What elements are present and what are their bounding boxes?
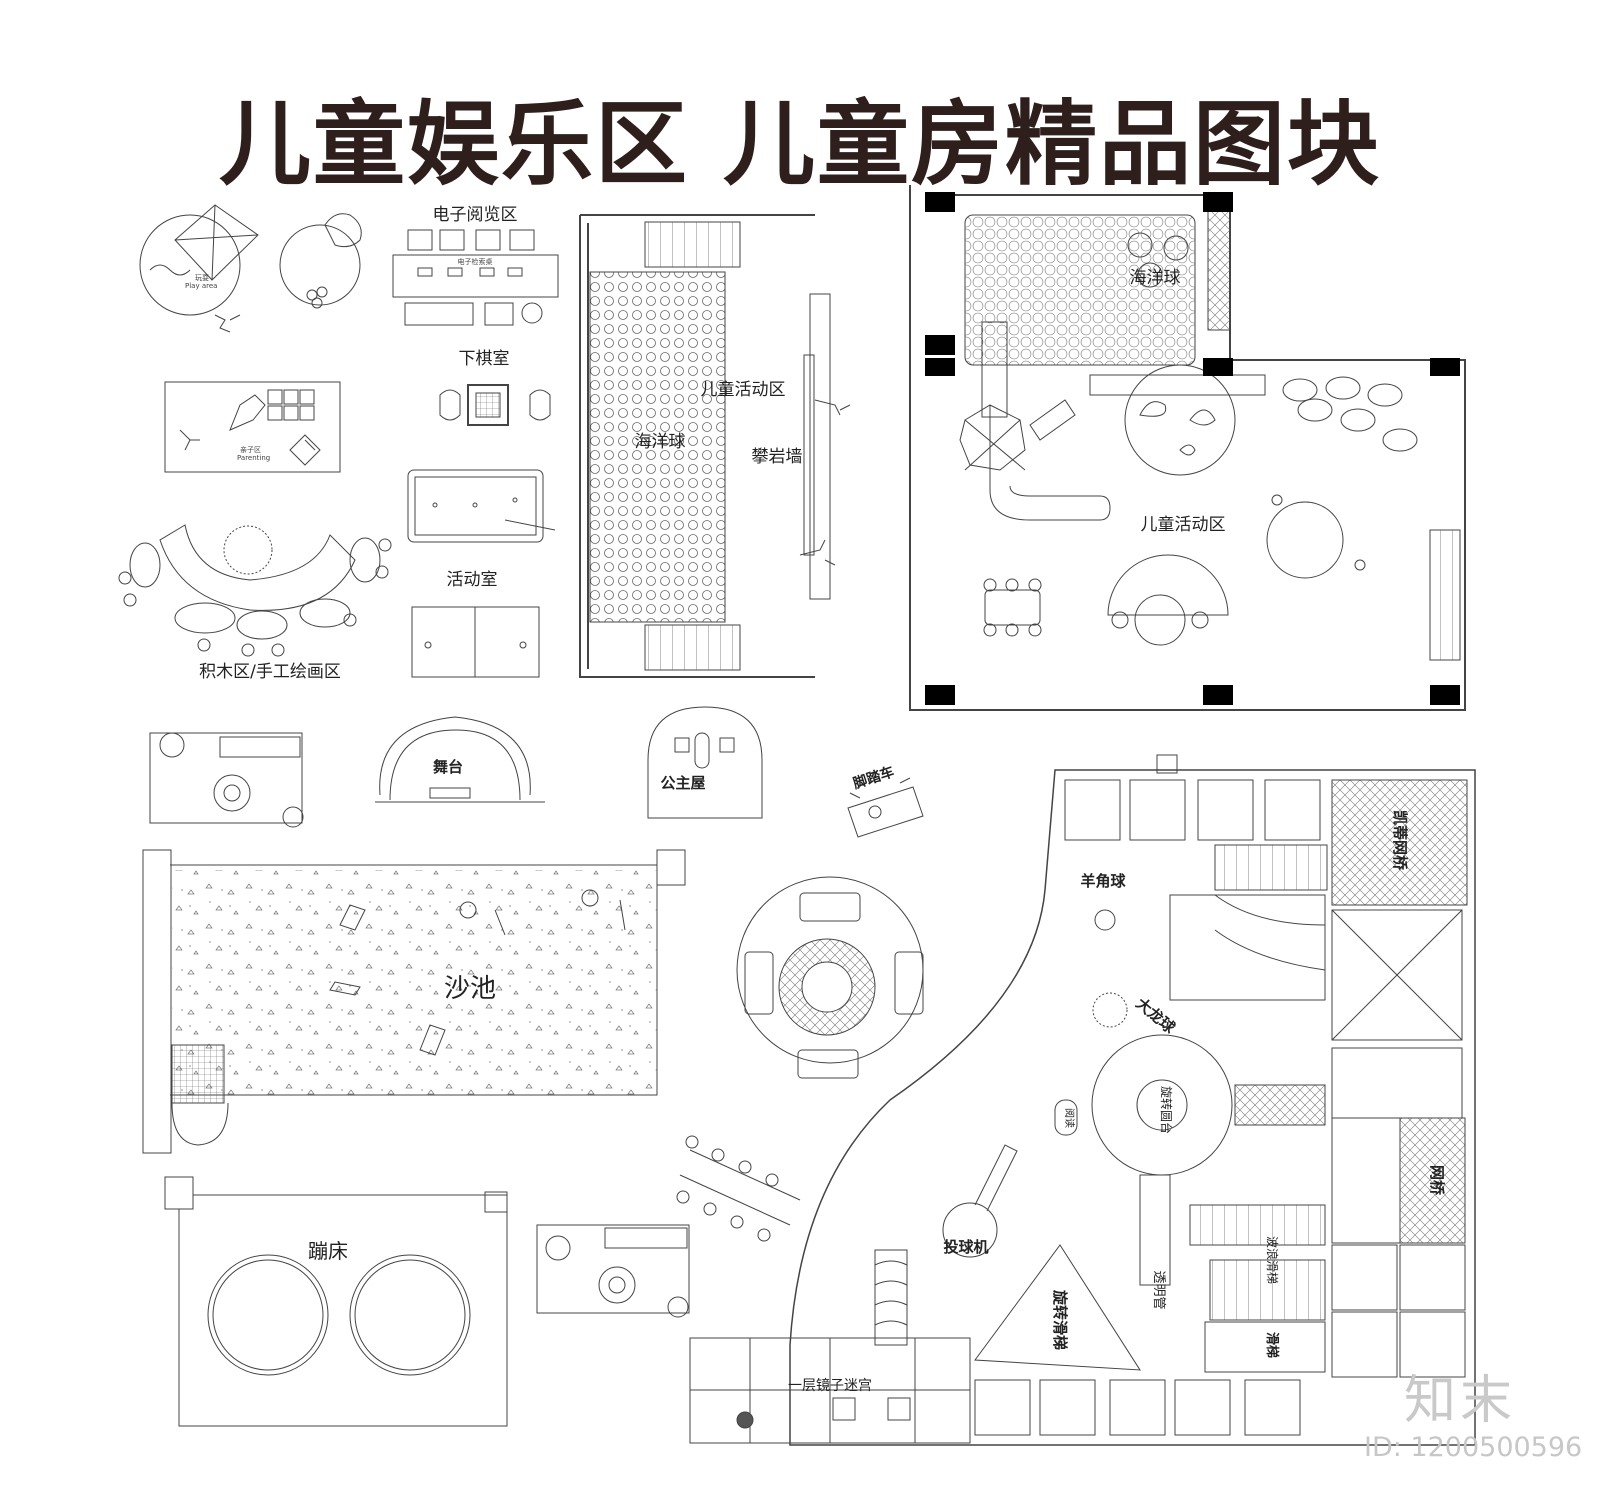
climbing-wall-label: 攀岩墙: [752, 447, 803, 467]
play-area-label: Play area: [185, 282, 217, 290]
sandpit-block: [142, 849, 686, 1154]
round-lounge: [736, 876, 924, 1079]
ereading-label: 电子阅览区: [433, 205, 518, 225]
blocks-label: 积木区/手工绘画区: [199, 662, 341, 682]
spiral-slide-label: 旋转滑梯: [1051, 1289, 1069, 1350]
round-table-block: [279, 213, 362, 309]
kids-area-2-label: 儿童活动区: [1141, 515, 1226, 535]
dragon-ball-label: 大龙球: [1132, 994, 1179, 1037]
ocean-ball-2-label: 海洋球: [1130, 268, 1181, 288]
princess-label: 公主屋: [660, 774, 705, 792]
sheep-ball-label: 羊角球: [1080, 872, 1126, 890]
blocks-block: [118, 524, 392, 657]
trampoline-label: 蹦床: [308, 1239, 348, 1263]
net2-label: 网桥: [1428, 1165, 1446, 1196]
bike-block: [847, 777, 924, 838]
kids-area-1-label: 儿童活动区: [701, 380, 786, 400]
net1-label: 凯蒂网桥: [1391, 810, 1409, 871]
wave-slide-label: 波浪滑梯: [1265, 1236, 1280, 1284]
rocking-chairs: [676, 1135, 801, 1242]
ereading-block: 电子检索桌: [392, 229, 559, 326]
princess-house-block: [647, 706, 763, 819]
stage-block: [375, 716, 545, 803]
parenting-label: Parenting: [237, 454, 270, 462]
transparent-label: 透明管: [1151, 1270, 1166, 1309]
activity-room-label: 活动室: [447, 570, 498, 590]
reading-corner: [149, 732, 304, 828]
ocean-ball-1-label: 海洋球: [635, 432, 686, 452]
stage-label: 舞台: [433, 758, 463, 776]
watermark-id: ID: 1200500596: [1364, 1432, 1583, 1463]
chess-block: [439, 384, 551, 426]
parenting-cn-label: 亲子区: [240, 445, 261, 454]
playground-plan: [689, 754, 1476, 1446]
ereading-sub-label: 电子检索桌: [458, 257, 493, 266]
sandpit-label: 沙池: [444, 974, 496, 1004]
page-title: 儿童娱乐区 儿童房精品图块: [218, 91, 1382, 198]
parenting-block: 亲子区 Parenting: [164, 381, 341, 473]
bike-label: 脚踏车: [851, 763, 896, 792]
chess-label: 下棋室: [459, 349, 510, 369]
trampoline-block: [164, 1176, 508, 1427]
kids-room-plan: [909, 185, 1466, 711]
activity-room-block: [411, 606, 540, 678]
columns: [925, 192, 1460, 705]
slide-label: 滑梯: [1264, 1332, 1280, 1358]
watermark-brand: 知末: [1404, 1371, 1517, 1431]
play-area-block: 玩耍 Play area: [139, 204, 259, 333]
center-label: 旋转圆台: [1159, 1086, 1174, 1134]
billiard-table: [407, 469, 556, 543]
reading-corner-2: [536, 1224, 690, 1318]
thrower-label: 投球机: [943, 1238, 988, 1256]
play-area-cn-label: 玩耍: [195, 274, 209, 282]
reader-label: 阅读: [1063, 1108, 1076, 1128]
ocean-ball-pool-1: [579, 214, 851, 678]
mirror-maze-label: 一层镜子迷宫: [788, 1378, 872, 1394]
